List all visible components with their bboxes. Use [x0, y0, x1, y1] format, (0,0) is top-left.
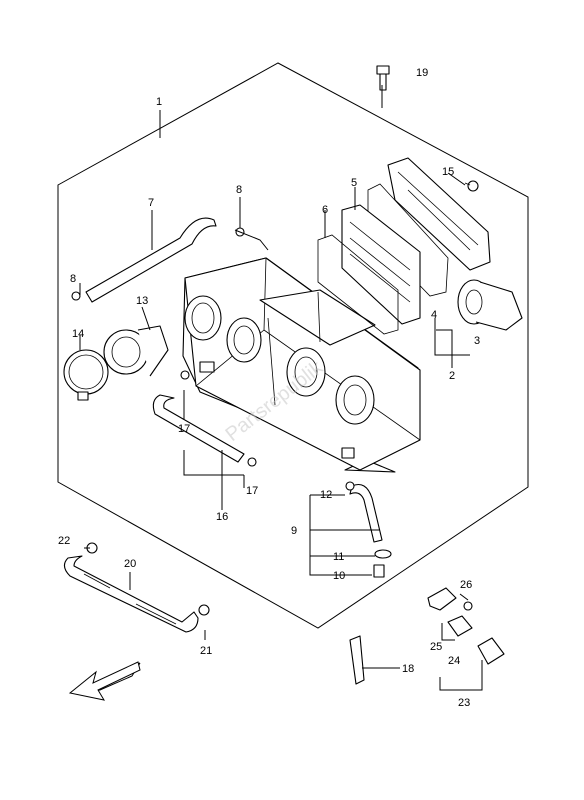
callout-23: 23 — [458, 697, 470, 709]
callout-15: 15 — [442, 166, 454, 178]
air-cleaner-housing — [182, 257, 421, 473]
callout-25: 25 — [430, 641, 442, 653]
screw-15 — [464, 180, 479, 192]
callout-labels: 1 19 15 5 6 7 8 8 13 14 4 3 2 17 17 16 1… — [58, 67, 480, 709]
callout-5: 5 — [351, 177, 357, 189]
callout-18: 18 — [402, 663, 414, 675]
hose-9 — [345, 481, 392, 578]
callout-21: 21 — [200, 645, 212, 657]
callout-2: 2 — [449, 370, 455, 382]
screw-26 — [463, 601, 473, 611]
callout-19: 19 — [416, 67, 428, 79]
intake-joint-13 — [103, 325, 169, 377]
intake-port-1 — [184, 295, 222, 341]
bracket-18 — [349, 635, 365, 685]
leader-lines — [79, 85, 483, 691]
callout-7: 7 — [148, 197, 154, 209]
hose-16 — [152, 370, 257, 467]
callout-26: 26 — [460, 579, 472, 591]
intake-port-4 — [335, 375, 375, 425]
assembly-outline — [57, 62, 529, 629]
bracket-25 — [427, 587, 457, 611]
callout-14: 14 — [72, 328, 84, 340]
callout-22: 22 — [58, 535, 70, 547]
callout-20: 20 — [124, 558, 136, 570]
callout-6: 6 — [322, 204, 328, 216]
callout-1: 1 — [156, 96, 162, 108]
drain-hose-20 — [63, 542, 210, 633]
relay-23 — [477, 637, 505, 665]
callout-9: 9 — [291, 525, 297, 537]
callout-8-lower: 8 — [70, 273, 76, 285]
callout-16: 16 — [216, 511, 228, 523]
callout-4: 4 — [431, 309, 437, 321]
clamp-14 — [63, 349, 109, 401]
filter-element — [341, 204, 421, 325]
callout-17-right: 17 — [246, 485, 258, 497]
filter-screen — [317, 234, 399, 335]
cushion-24 — [447, 615, 473, 637]
front-arrow-icon — [68, 661, 141, 701]
callout-12: 12 — [320, 489, 332, 501]
intake-port-3 — [286, 347, 326, 397]
callout-11: 11 — [333, 551, 344, 563]
callout-3: 3 — [474, 335, 480, 347]
callout-24: 24 — [448, 655, 460, 667]
callout-10: 10 — [333, 570, 345, 582]
bolt-19 — [376, 65, 390, 91]
callout-8-upper: 8 — [236, 184, 242, 196]
intake-port-2 — [226, 317, 262, 363]
callout-17-left: 17 — [178, 423, 190, 435]
callout-13: 13 — [136, 295, 148, 307]
intake-funnel — [457, 279, 523, 331]
